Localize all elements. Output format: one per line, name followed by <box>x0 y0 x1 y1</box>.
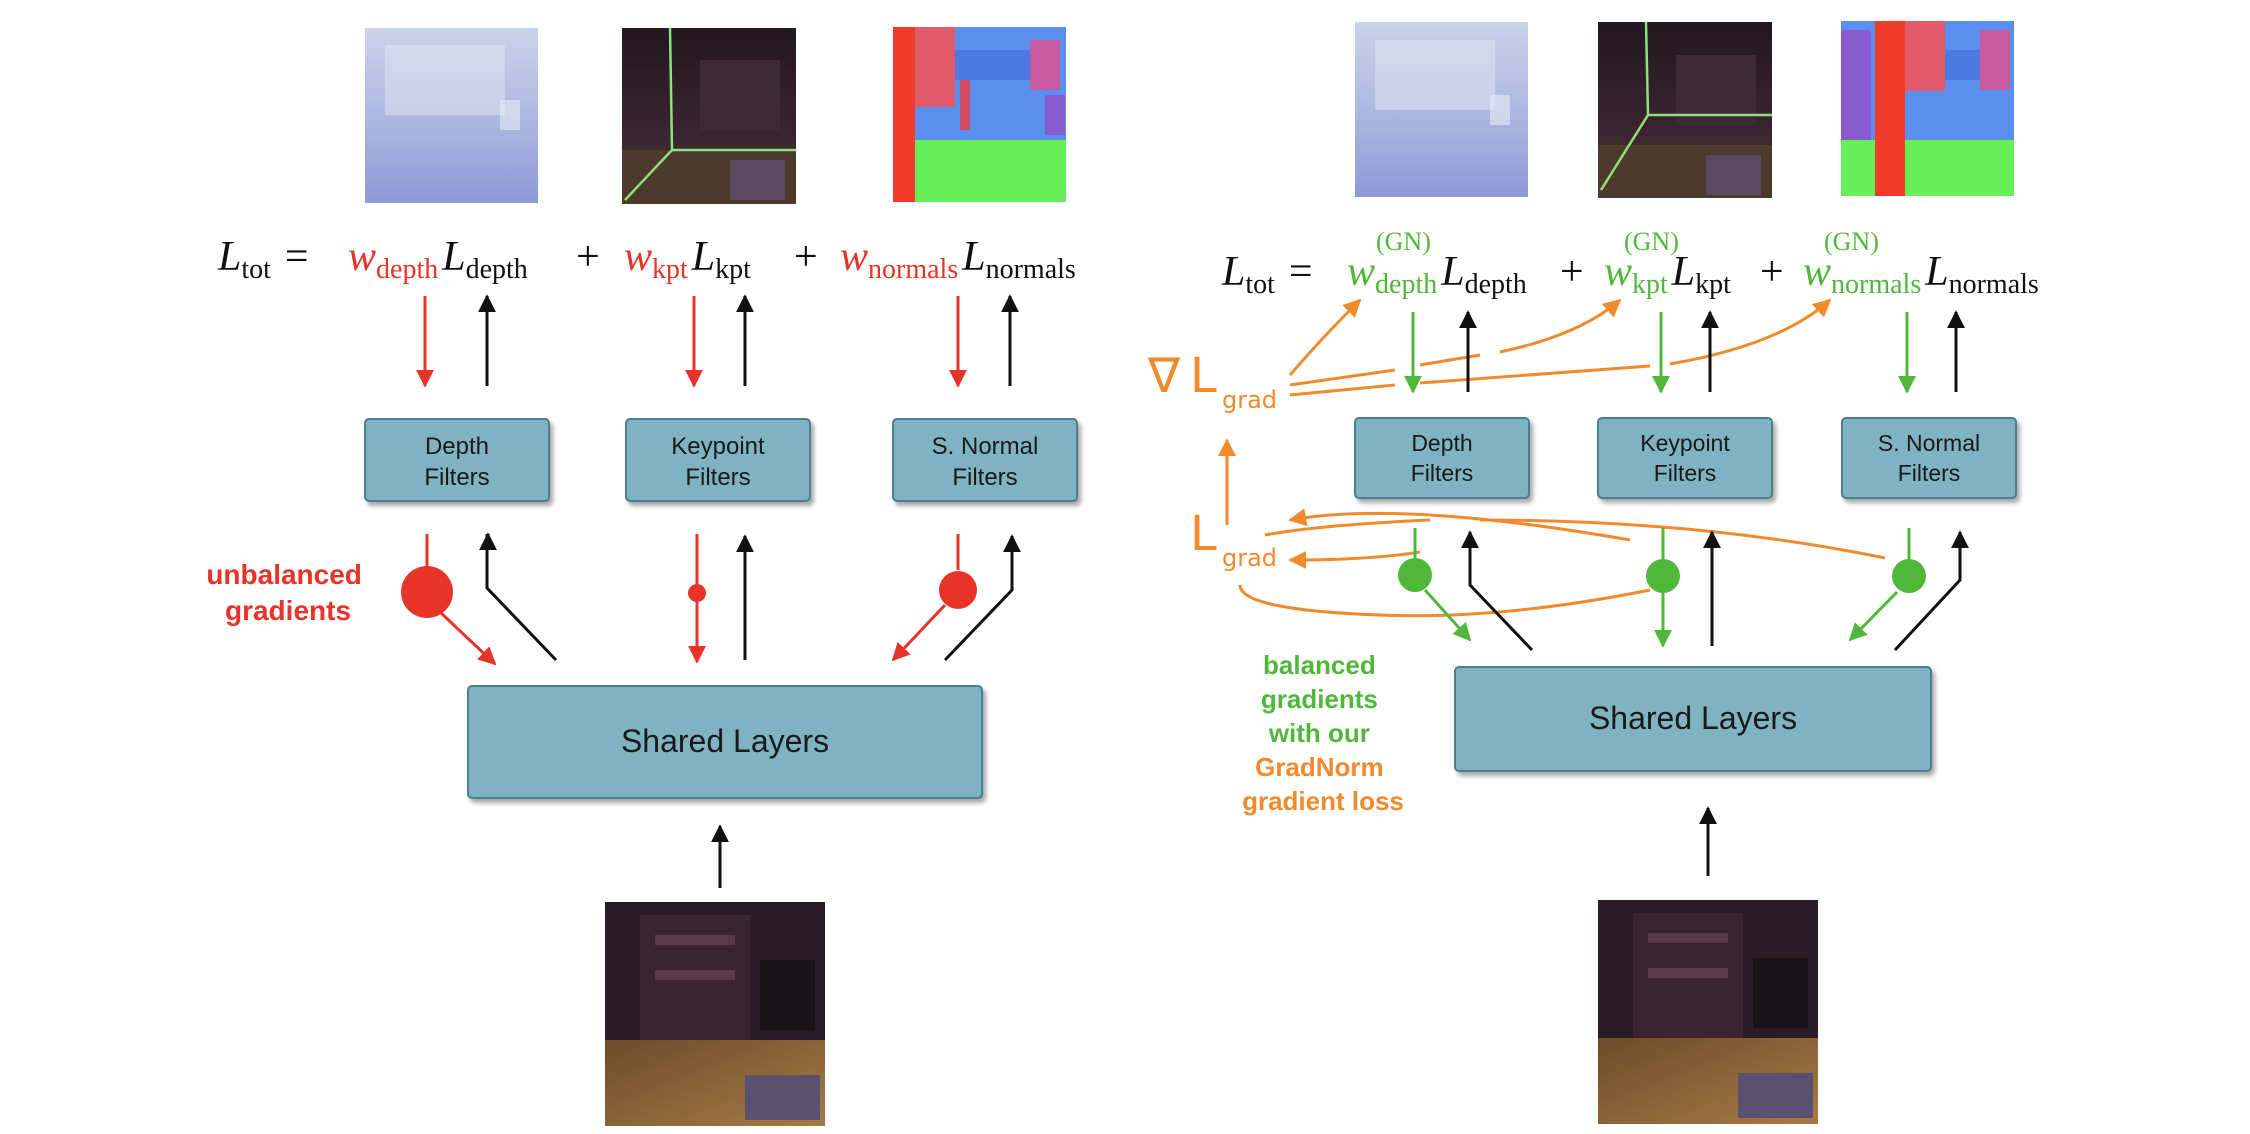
svg-text:∇: ∇ <box>1147 348 1181 404</box>
right-filter-depth: Depth Filters <box>1354 417 1530 499</box>
keypoint-output-image <box>622 27 796 204</box>
svg-text:L: L <box>1190 506 1217 562</box>
right-keypoint-output-image <box>1598 21 1772 198</box>
svg-text:grad: grad <box>1222 544 1277 572</box>
svg-text:S. Normal: S. Normal <box>932 433 1039 460</box>
medium-gradient-dot <box>939 571 977 609</box>
unbalanced-gradients-label: unbalanced gradients <box>206 559 369 626</box>
left-input-image <box>605 902 825 1126</box>
depth-output-image <box>365 28 538 203</box>
left-shared-layers: Shared Layers <box>467 685 983 799</box>
svg-text:Filters: Filters <box>952 464 1017 491</box>
right-filter-normals: S. Normal Filters <box>1841 417 2017 499</box>
svg-text:Filters: Filters <box>1654 460 1717 486</box>
balanced-gradient-dot-keypoint <box>1646 559 1680 593</box>
svg-text:Filters: Filters <box>424 464 489 491</box>
svg-text:Keypoint: Keypoint <box>1640 430 1730 456</box>
svg-text:Filters: Filters <box>1411 460 1474 486</box>
left-filter-keypoint: Keypoint Filters <box>625 418 811 502</box>
grad-lgrad-label: ∇ L grad <box>1147 348 1277 414</box>
right-shared-layers: Shared Layers <box>1454 666 1932 772</box>
left-filter-depth: Depth Filters <box>364 418 550 502</box>
svg-text:grad: grad <box>1222 386 1277 414</box>
balanced-gradient-dot-normals <box>1892 559 1926 593</box>
left-weight-arrows <box>416 294 1019 388</box>
large-gradient-dot <box>401 566 453 618</box>
right-weight-arrows <box>1404 310 1965 394</box>
orange-weight-update-arrows <box>1218 300 1830 525</box>
gn-superscript-depth: (GN) <box>1376 227 1431 256</box>
svg-text:S. Normal: S. Normal <box>1878 430 1980 456</box>
left-filter-normals: S. Normal Filters <box>892 418 1078 502</box>
right-gradient-arrows <box>1398 528 1969 652</box>
svg-text:Shared Layers: Shared Layers <box>1589 700 1797 736</box>
svg-text:Depth: Depth <box>425 433 489 460</box>
right-panel: Ltot= wdepthLdepth + wkptLkpt + wnormals… <box>1147 21 2039 1124</box>
left-gradient-arrows <box>401 532 1021 666</box>
small-gradient-dot <box>688 584 706 602</box>
right-filter-keypoint: Keypoint Filters <box>1597 417 1773 499</box>
balanced-gradient-dot-depth <box>1398 558 1432 592</box>
right-normals-output-image <box>1841 21 2014 196</box>
gn-superscript-kpt: (GN) <box>1624 227 1679 256</box>
svg-text:L: L <box>1190 348 1217 404</box>
left-panel: Ltot= wdepthLdepth + wkptLkpt + wnormals… <box>206 27 1078 1126</box>
orange-gradient-loss-arrows <box>1238 508 1886 618</box>
right-loss-equation: Ltot= wdepthLdepth + wkptLkpt + wnormals… <box>1221 249 2039 303</box>
svg-text:Shared Layers: Shared Layers <box>621 723 829 759</box>
gn-superscript-normals: (GN) <box>1824 227 1879 256</box>
lgrad-label: L grad <box>1190 506 1277 572</box>
svg-text:Keypoint: Keypoint <box>671 433 765 460</box>
svg-text:Filters: Filters <box>685 464 750 491</box>
normals-output-image <box>893 27 1066 202</box>
right-input-image <box>1598 900 1818 1124</box>
svg-text:Depth: Depth <box>1411 430 1472 456</box>
left-loss-equation: Ltot= wdepthLdepth + wkptLkpt + wnormals… <box>217 234 1076 288</box>
right-depth-output-image <box>1355 22 1528 197</box>
svg-text:Filters: Filters <box>1898 460 1961 486</box>
balanced-gradients-label: balanced gradients with our GradNorm gra… <box>1242 650 1404 816</box>
